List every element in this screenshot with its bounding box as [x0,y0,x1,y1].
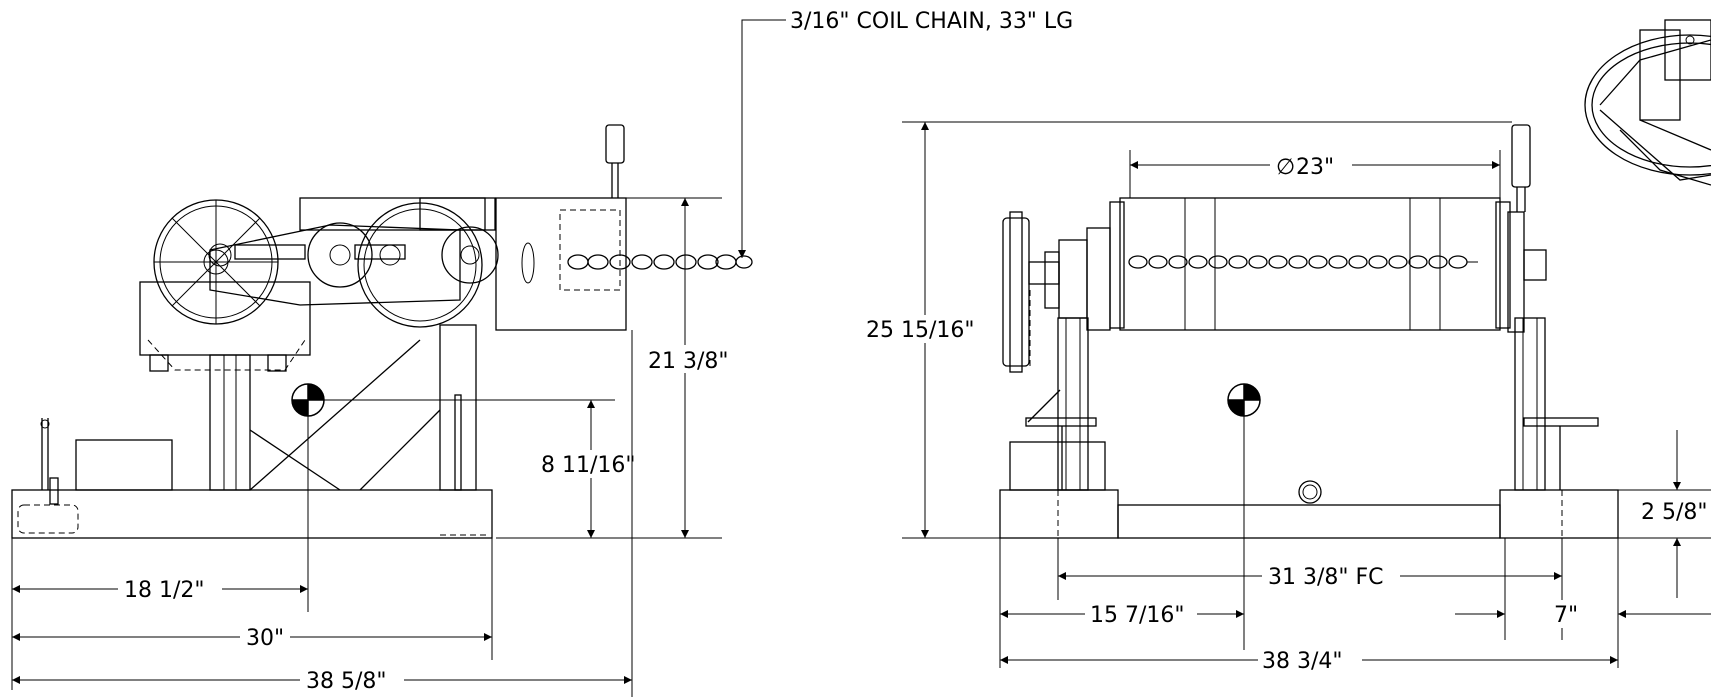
front-view-dimensions: ∅ 23" 25 15/16" 2 5/8" 31 3/8" FC 15 7/1… [862,121,1711,674]
front-base-right [1499,489,1619,539]
cg-symbol-side [291,383,325,417]
front-chain [1128,255,1478,269]
side-base-length-dim: 30" [246,626,284,651]
front-cg-length-dim: 15 7/16" [1090,603,1185,628]
front-height-dim: 25 15/16" [866,318,975,343]
front-overall-length-dim: 38 3/4" [1262,649,1343,674]
side-handle [605,124,625,164]
front-drum [1119,197,1501,331]
side-drum-housing [495,197,627,331]
isometric-view [1584,19,1711,186]
front-handle [1511,124,1531,188]
side-view [11,124,753,539]
side-overall-length-dim: 38 5/8" [306,669,387,694]
drum-diameter-dim: 23" [1296,155,1334,180]
cg-symbol-front [1227,383,1261,417]
front-view [999,124,1619,539]
side-base [11,489,493,539]
front-base-height-dim: 2 5/8" [1641,500,1708,525]
side-cg-length-dim: 18 1/2" [124,578,205,603]
front-base-left [999,489,1119,539]
side-cg-height-dim: 8 11/16" [541,453,636,478]
side-motor-box [75,439,173,491]
coil-chain-callout: 3/16" COIL CHAIN, 33" LG [790,9,1073,34]
side-chain [521,242,753,284]
side-view-dimensions: 3/16" COIL CHAIN, 33" LG 21 3/8" 8 11/16… [11,9,1073,697]
end-offset-dim: 7" [1554,603,1578,628]
lifting-eye [1298,480,1322,504]
frame-centers-dim: 31 3/8" FC [1268,565,1384,590]
side-height-dim: 21 3/8" [648,349,729,374]
drum-diameter-symbol: ∅ [1276,155,1295,180]
